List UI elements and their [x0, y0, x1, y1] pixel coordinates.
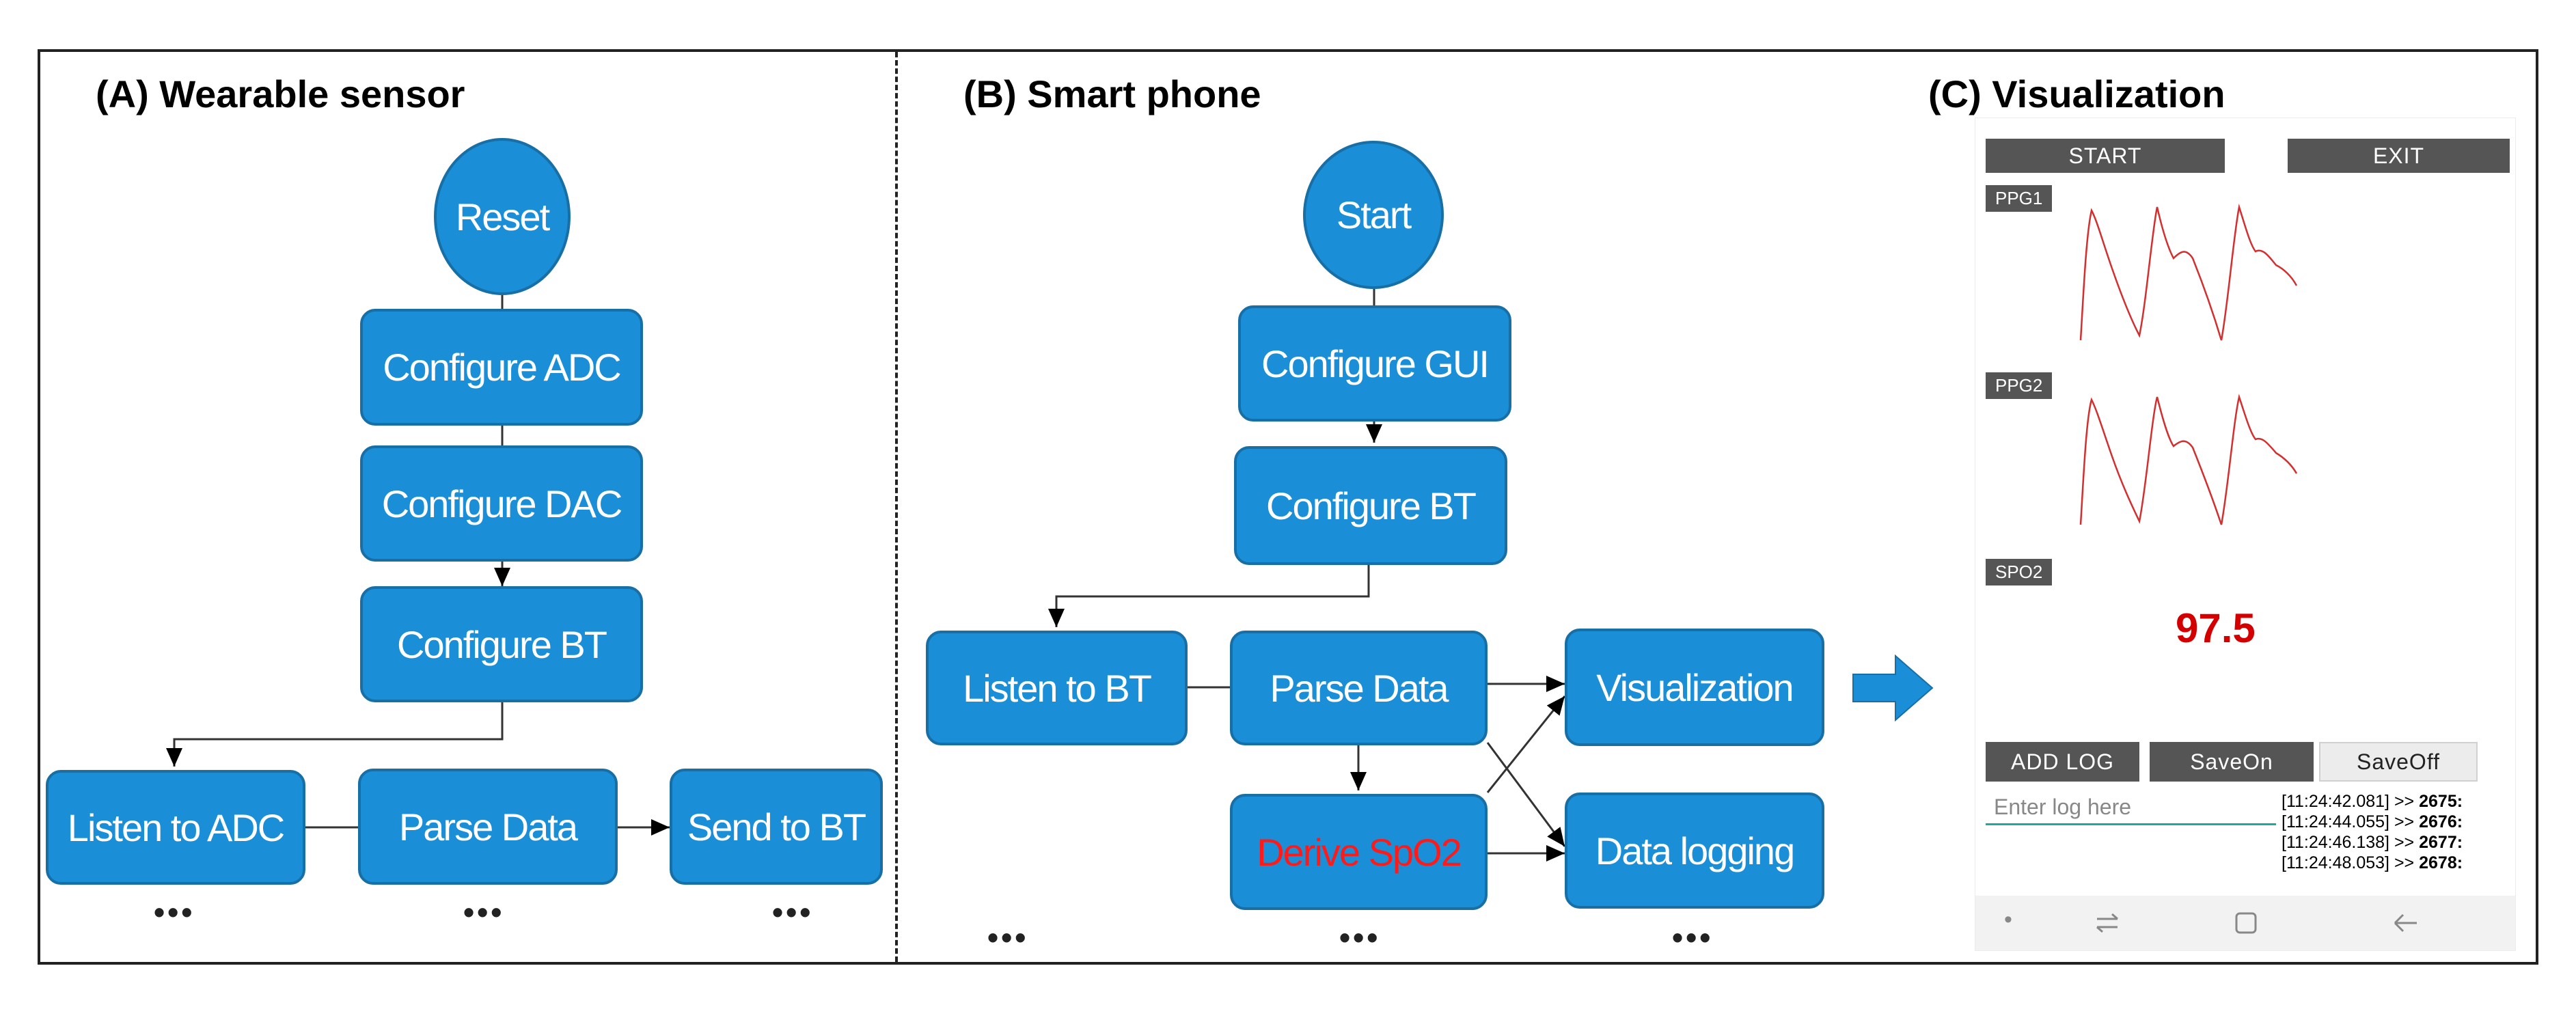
node-visualization: Visualization [1565, 629, 1824, 746]
ellipsis-a3: ••• [772, 894, 814, 930]
node-configure-dac: Configure DAC [360, 445, 643, 562]
spo2-label: SPO2 [1986, 559, 2053, 585]
bt-to-listen-bt-arrow [1048, 565, 1370, 627]
home-square-icon[interactable] [2232, 909, 2260, 937]
section-b-title: (B) Smart phone [963, 72, 1261, 115]
log-input[interactable] [1986, 791, 2276, 825]
android-nav-bar: • [1975, 896, 2515, 950]
start-button[interactable]: START [1986, 139, 2225, 173]
ellipsis-b3: ••• [1672, 920, 1714, 955]
section-c-title: (C) Visualization [1928, 72, 2225, 115]
ppg2-waveform [2079, 394, 2298, 525]
ellipsis-b1: ••• [987, 920, 1029, 955]
node-configure-bt: Configure BT [360, 586, 643, 702]
node-configure-gui: Configure GUI [1238, 305, 1511, 422]
block-arrow-icon [1852, 654, 1934, 722]
node-listen-bt: Listen to BT [926, 631, 1188, 745]
bt-to-listen-adc-arrow [166, 702, 504, 767]
node-reset: Reset [434, 138, 571, 295]
figure-frame [38, 49, 2538, 965]
ppg1-label: PPG1 [1986, 185, 2053, 212]
ellipsis-b2: ••• [1339, 920, 1381, 955]
log-entry: [11:24:46.138] >> 2677: [2282, 833, 2463, 852]
parse-to-logging-arrow [1486, 742, 1566, 847]
ppg1-waveform [2079, 204, 2298, 341]
back-arrow-icon[interactable] [2391, 909, 2421, 937]
dot-icon[interactable]: • [2004, 907, 2012, 933]
ellipsis-a1: ••• [154, 894, 195, 930]
node-start: Start [1303, 141, 1444, 289]
section-a-title: (A) Wearable sensor [96, 72, 465, 115]
app-screen: START EXIT PPG1 PPG2 SPO2 97.5 ADD LOG S… [1975, 118, 2516, 951]
log-entry: [11:24:42.081] >> 2675: [2282, 792, 2463, 811]
node-parse-data-b: Parse Data [1230, 631, 1488, 745]
node-configure-adc: Configure ADC [360, 309, 643, 426]
add-log-button[interactable]: ADD LOG [1986, 742, 2139, 782]
node-configure-bt-b: Configure BT [1234, 446, 1507, 565]
node-derive-spo2: Derive SpO2 [1230, 794, 1488, 910]
exit-button[interactable]: EXIT [2288, 139, 2510, 173]
spo2-value: 97.5 [2176, 605, 2256, 651]
recents-icon[interactable] [2092, 911, 2123, 935]
log-entry: [11:24:44.055] >> 2676: [2282, 812, 2463, 831]
node-parse-data-a: Parse Data [358, 769, 618, 885]
node-send-bt: Send to BT [670, 769, 883, 885]
ellipsis-a2: ••• [463, 894, 505, 930]
node-listen-adc: Listen to ADC [46, 770, 305, 885]
section-divider [895, 52, 898, 962]
node-data-logging: Data logging [1565, 792, 1824, 909]
save-on-button[interactable]: SaveOn [2150, 742, 2314, 782]
derive-to-vis-arrow [1486, 695, 1566, 793]
save-off-button[interactable]: SaveOff [2319, 742, 2478, 782]
log-list: [11:24:42.081] >> 2675: [11:24:44.055] >… [2282, 791, 2514, 880]
log-entry: [11:24:48.053] >> 2678: [2282, 853, 2463, 872]
ppg2-label: PPG2 [1986, 372, 2053, 399]
